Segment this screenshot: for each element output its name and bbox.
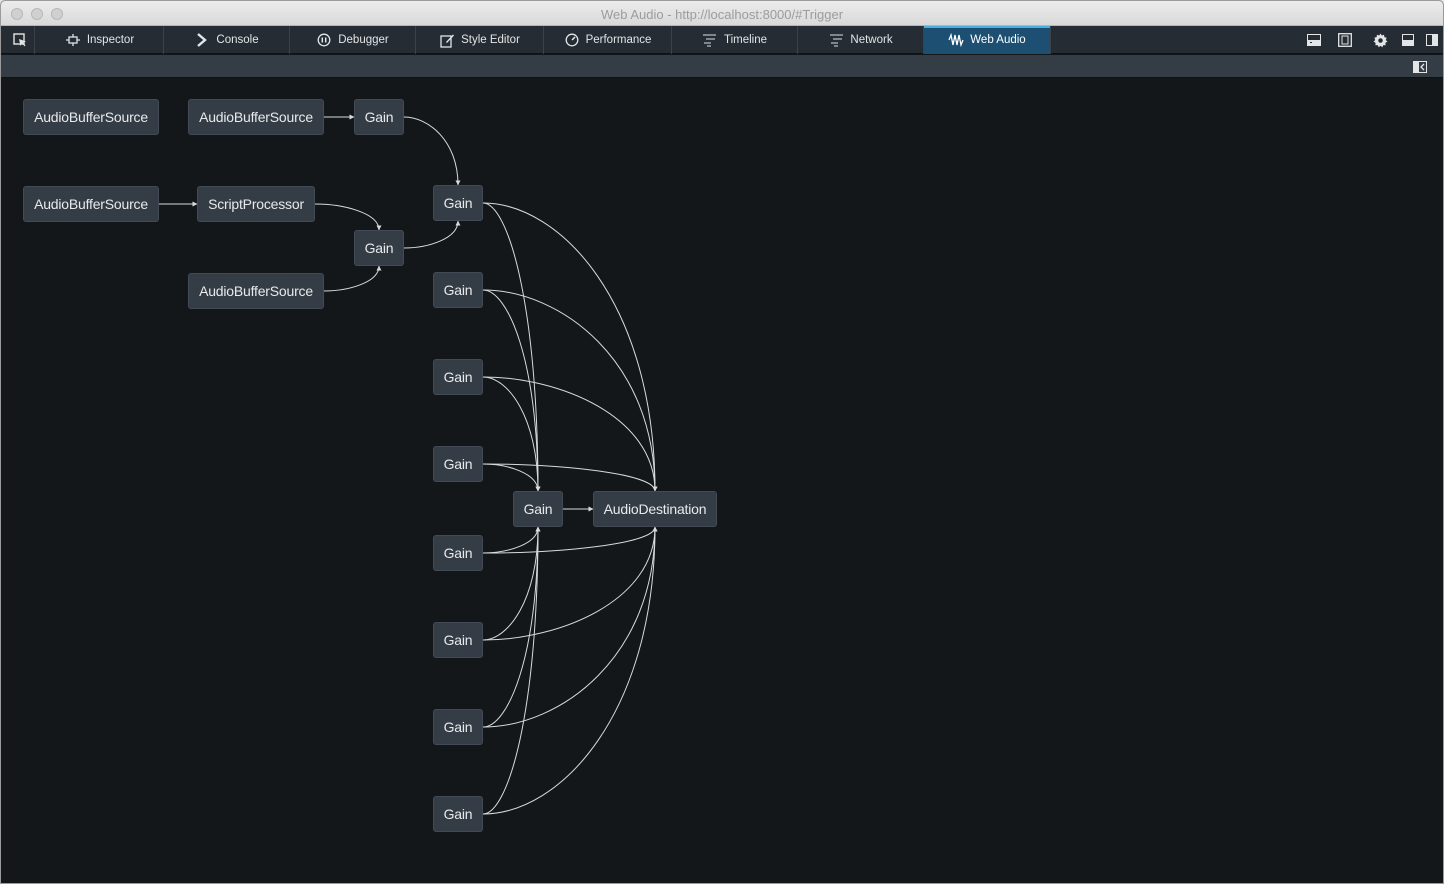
settings-button[interactable]	[1371, 31, 1389, 49]
graph-edge	[482, 526, 541, 728]
inspector-icon	[65, 32, 81, 48]
responsive-mode-button[interactable]	[1336, 31, 1354, 49]
performance-icon	[564, 32, 580, 48]
split-console-icon	[1307, 34, 1321, 46]
tab-performance[interactable]: Performance	[544, 26, 672, 54]
settings-gear-icon	[1373, 32, 1387, 47]
style-editor-icon	[439, 32, 455, 48]
node-gain[interactable]: Gain	[433, 535, 483, 571]
node-audiodestination[interactable]: AudioDestination	[593, 491, 717, 527]
timeline-icon	[702, 32, 718, 48]
dock-side-button[interactable]	[1423, 31, 1441, 49]
graph-edge	[482, 463, 658, 492]
tab-label: Network	[850, 34, 893, 46]
inspector-pane-toggle[interactable]	[1413, 60, 1427, 73]
tab-label: Debugger	[338, 34, 389, 46]
graph-edges	[159, 114, 658, 815]
graph-edge	[482, 202, 541, 492]
tab-label: Performance	[585, 34, 652, 46]
graph-edge	[482, 202, 658, 492]
node-audiobuffersource[interactable]: AudioBufferSource	[188, 99, 324, 135]
node-audiobuffersource[interactable]: AudioBufferSource	[23, 186, 159, 222]
node-gain[interactable]: Gain	[354, 99, 404, 135]
pane-toggle-icon	[1413, 61, 1427, 73]
title-bar: Web Audio - http://localhost:8000/#Trigg…	[1, 1, 1443, 26]
console-icon	[194, 32, 210, 48]
element-picker-button[interactable]	[5, 26, 35, 54]
graph-edge	[482, 289, 541, 492]
tab-style-editor[interactable]: Style Editor	[416, 26, 544, 54]
node-gain[interactable]: Gain	[513, 491, 563, 527]
minimize-window-button[interactable]	[31, 8, 43, 20]
graph-edge	[482, 463, 541, 492]
node-gain[interactable]: Gain	[433, 446, 483, 482]
tab-console[interactable]: Console	[164, 26, 290, 54]
node-scriptprocessor[interactable]: ScriptProcessor	[197, 186, 315, 222]
node-gain[interactable]: Gain	[433, 272, 483, 308]
responsive-mode-icon	[1338, 33, 1352, 47]
tab-label: Inspector	[86, 34, 135, 46]
graph-edge	[314, 203, 382, 231]
tab-inspector[interactable]: Inspector	[36, 26, 164, 54]
graph-edge	[482, 526, 541, 554]
node-audiobuffersource[interactable]: AudioBufferSource	[23, 99, 159, 135]
node-gain[interactable]: Gain	[433, 185, 483, 221]
debugger-icon	[316, 32, 332, 48]
graph-edge	[482, 526, 658, 641]
node-gain[interactable]: Gain	[433, 359, 483, 395]
tab-label: Web Audio	[970, 34, 1026, 46]
audio-graph-canvas: AudioBufferSource AudioBufferSource Gain…	[1, 79, 1443, 883]
dock-bottom-button[interactable]	[1399, 31, 1417, 49]
zoom-window-button[interactable]	[51, 8, 63, 20]
split-console-button[interactable]	[1305, 31, 1323, 49]
tab-debugger[interactable]: Debugger	[290, 26, 416, 54]
tab-label: Timeline	[723, 34, 768, 46]
tab-network[interactable]: Network	[798, 26, 924, 54]
devtools-toolbar: Inspector Console Debugger Style Editor …	[1, 26, 1443, 54]
graph-edge	[482, 376, 541, 492]
graph-edge	[482, 526, 658, 554]
graph-edge	[482, 526, 658, 728]
node-gain[interactable]: Gain	[354, 230, 404, 266]
node-gain[interactable]: Gain	[433, 622, 483, 658]
network-icon	[828, 32, 844, 48]
tab-label: Style Editor	[461, 34, 520, 46]
tab-label: Console	[216, 34, 259, 46]
web-audio-subtoolbar	[1, 55, 1443, 78]
close-window-button[interactable]	[11, 8, 23, 20]
node-gain[interactable]: Gain	[433, 796, 483, 832]
graph-edge	[403, 116, 461, 186]
graph-edge	[482, 526, 541, 815]
element-picker-icon	[12, 33, 26, 47]
graph-edge	[482, 376, 658, 492]
node-audiobuffersource[interactable]: AudioBufferSource	[188, 273, 324, 309]
graph-edge	[482, 526, 541, 641]
tab-web-audio[interactable]: Web Audio	[924, 26, 1051, 54]
graph-edge	[323, 265, 382, 292]
graph-edge	[482, 289, 658, 492]
dock-bottom-icon	[1402, 34, 1414, 46]
graph-edge	[403, 220, 461, 249]
tab-timeline[interactable]: Timeline	[672, 26, 798, 54]
web-audio-icon	[948, 32, 964, 48]
window-title: Web Audio - http://localhost:8000/#Trigg…	[600, 7, 844, 22]
graph-edge	[482, 526, 658, 815]
dock-side-icon	[1426, 34, 1438, 46]
node-gain[interactable]: Gain	[433, 709, 483, 745]
